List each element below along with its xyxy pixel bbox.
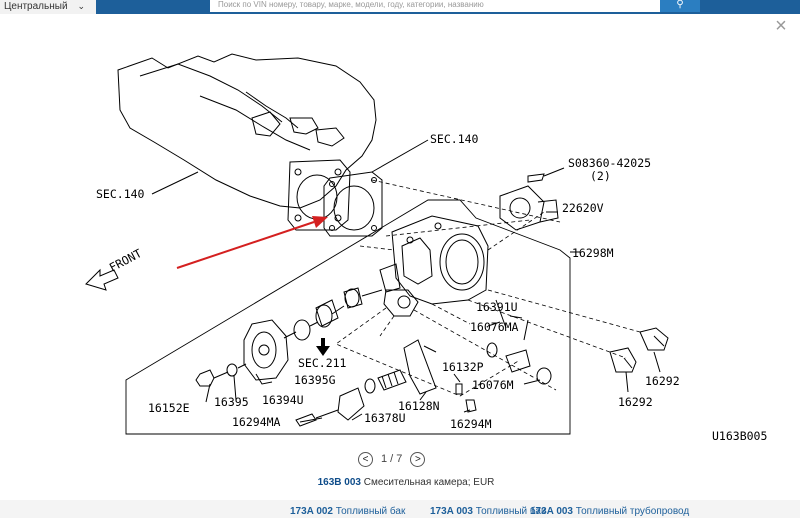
front-arrow — [85, 268, 119, 291]
label-16292-b: 16292 — [618, 395, 653, 409]
engine-block — [117, 53, 377, 209]
search-button[interactable]: ⚲ — [660, 0, 700, 12]
label-16395: 16395 — [214, 395, 249, 409]
label-16395g: 16395G — [294, 373, 336, 387]
label-sec140-left: SEC.140 — [96, 187, 145, 201]
label-front: FRONT — [107, 246, 144, 275]
gasket — [323, 171, 383, 237]
image-pager: < 1 / 7 > — [358, 450, 426, 468]
bottom-link[interactable]: 173A 002 Топливный бак — [290, 506, 406, 517]
label-screw-qty: (2) — [590, 169, 611, 183]
label-sec140-top: SEC.140 — [430, 132, 479, 146]
sec211-arrow — [316, 338, 330, 356]
throttle-position-sensor — [499, 185, 545, 231]
bottom-link[interactable]: 173A 003 Топливный трубопровод — [530, 506, 690, 517]
label-16294ma: 16294MA — [232, 415, 281, 429]
label-16394u: 16394U — [262, 393, 304, 407]
label-16391u: 16391U — [476, 300, 518, 314]
caption-text: Смесительная камера; EUR — [363, 477, 495, 488]
label-16378u: 16378U — [364, 411, 406, 425]
search-icon: ⚲ — [676, 0, 684, 10]
bottom-links: 173A 002 Топливный бак 173A 003 Топливны… — [0, 500, 800, 518]
label-16076m: 16076M — [472, 378, 514, 392]
caption-code: 163B 003 — [317, 477, 361, 488]
red-pointer-arrow — [176, 216, 328, 269]
label-16132p: 16132P — [442, 360, 484, 374]
label-screw: S08360-42025 — [568, 156, 651, 170]
category-select[interactable]: Центральный⌄ — [0, 0, 96, 14]
label-16076ma: 16076MA — [470, 320, 519, 334]
assembly-box — [125, 199, 571, 435]
parts-diagram: SEC.140 SEC.140 S08360-42025 (2) 22620V … — [85, 53, 767, 443]
page-counter: 1 / 7 — [381, 453, 403, 465]
bottom-link[interactable]: 173A 003 Топливный бак — [430, 506, 546, 517]
throttle-body — [391, 215, 489, 305]
label-16298m: 16298M — [572, 246, 614, 260]
label-reference: U163B005 — [712, 429, 767, 443]
close-button[interactable]: × — [775, 15, 787, 37]
next-image-button[interactable]: > — [410, 451, 426, 467]
prev-image-button[interactable]: < — [358, 451, 373, 467]
label-16152e: 16152E — [148, 401, 190, 415]
label-22620v: 22620V — [562, 201, 604, 215]
chevron-down-icon: ⌄ — [77, 1, 86, 11]
label-sec211: SEC.211 — [298, 356, 347, 370]
search-input[interactable]: Поиск по VIN номеру, товару, марке, моде… — [210, 0, 660, 12]
image-caption: 163B 003 Смесительная камера; EUR — [18, 477, 794, 488]
label-16292-a: 16292 — [645, 374, 680, 388]
label-16294m: 16294M — [450, 417, 492, 431]
label-16128n: 16128N — [398, 399, 440, 413]
image-modal: × — [18, 14, 794, 500]
